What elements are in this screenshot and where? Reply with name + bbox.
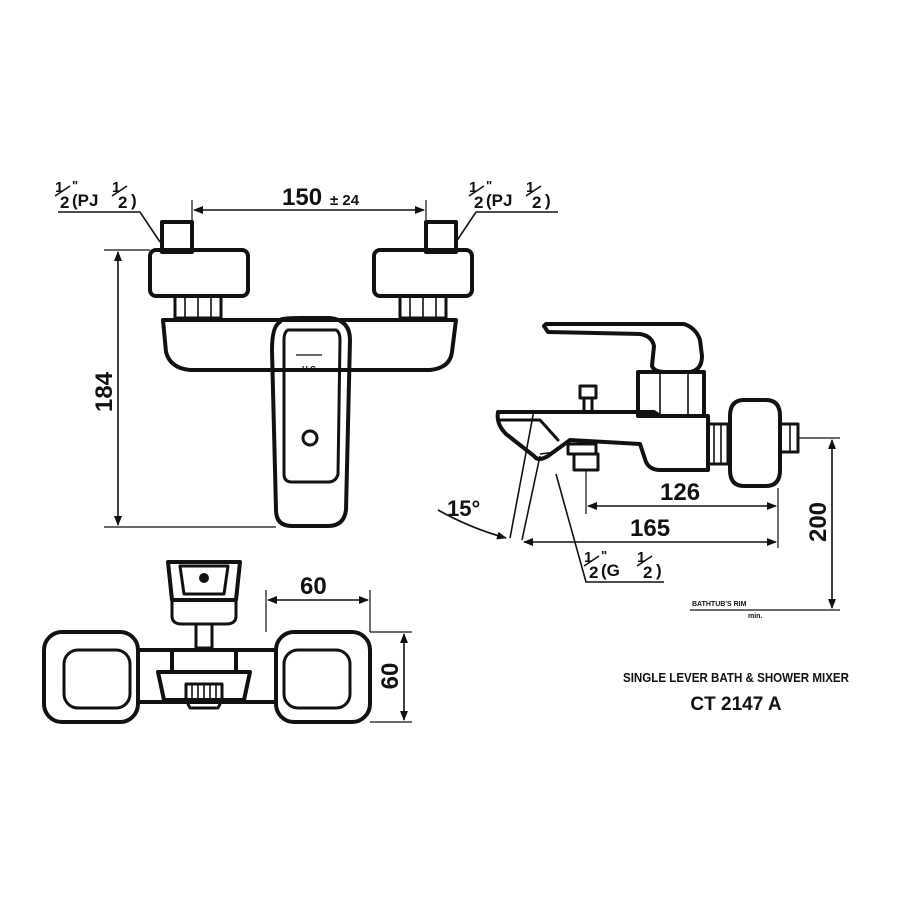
dim-150: 150 ± 24 <box>191 184 427 222</box>
top-lever <box>166 560 242 674</box>
diverter-knob <box>578 384 598 414</box>
thread-left-num: 1 <box>55 179 63 196</box>
thread-right-inch: " <box>486 178 492 193</box>
thread-shower-inch: " <box>601 548 607 563</box>
model-number: CT 2147 A <box>690 694 781 715</box>
top-left-connector <box>42 630 140 724</box>
product-name: SINGLE LEVER BATH & SHOWER MIXER <box>623 670 850 685</box>
thread-right-close: ) <box>545 191 551 210</box>
mixer-body <box>161 318 458 372</box>
side-view: 15° 126 165 200 BATHTUB'S RIM min. <box>437 322 840 620</box>
top-view: 60 60 <box>42 560 412 724</box>
thread-left-close: ) <box>131 191 137 210</box>
rim-sub: min. <box>748 613 762 620</box>
lever-handle-front: H C <box>270 316 352 528</box>
thread-right-paren: (PJ <box>486 191 512 210</box>
bathtub-rim-label: BATHTUB'S RIM min. <box>692 601 762 620</box>
dim-200-label: 200 <box>805 502 832 542</box>
dim-60-depth-label: 60 <box>377 663 404 690</box>
lever-marks: H C <box>302 365 316 374</box>
dim-165: 165 <box>523 515 777 546</box>
dim-150-tolerance: ± 24 <box>330 192 360 209</box>
thread-right-den: 2 <box>474 193 483 212</box>
dim-184-label: 184 <box>91 371 118 412</box>
thread-right-num2: 1 <box>526 179 534 196</box>
dim-184: 184 <box>91 249 276 528</box>
thread-callout-right: 1 2 " (PJ 1 2 ) <box>455 178 558 243</box>
right-eccentric-connector <box>372 220 474 320</box>
dim-150-label: 150 <box>282 184 322 211</box>
angle-15: 15° <box>437 409 541 541</box>
thread-left-paren: (PJ <box>72 191 98 210</box>
thread-left-num2: 1 <box>112 179 120 196</box>
angle-15-label: 15° <box>447 496 480 521</box>
thread-shower-den2: 2 <box>643 563 652 582</box>
thread-shower-num2: 1 <box>637 549 645 566</box>
thread-shower-close: ) <box>656 561 662 580</box>
thread-shower-den: 2 <box>589 563 598 582</box>
rim-label: BATHTUB'S RIM <box>692 601 747 608</box>
top-spout <box>156 670 252 710</box>
shower-outlet <box>566 442 600 472</box>
front-view: H C 184 150 ± 24 1 2 " (PJ 1 2 ) <box>54 178 558 528</box>
dim-126: 126 <box>585 470 779 548</box>
dim-126-label: 126 <box>660 479 700 506</box>
top-right-connector <box>274 630 372 724</box>
side-body <box>495 410 710 472</box>
thread-shower-num: 1 <box>584 549 592 566</box>
side-eccentric <box>728 398 782 488</box>
dim-60-depth: 60 <box>370 631 412 723</box>
thread-left-den: 2 <box>60 193 69 212</box>
left-eccentric-connector <box>148 220 250 320</box>
dim-165-label: 165 <box>630 515 670 542</box>
dim-200: 200 <box>690 437 840 611</box>
dim-60-width: 60 <box>265 573 371 632</box>
thread-shower-paren: (G <box>601 561 620 580</box>
title-block: SINGLE LEVER BATH & SHOWER MIXER CT 2147… <box>623 670 850 715</box>
lever-handle-side <box>542 322 704 374</box>
thread-callout-left: 1 2 " (PJ 1 2 ) <box>54 178 161 243</box>
thread-right-num: 1 <box>469 179 477 196</box>
thread-left-den2: 2 <box>118 193 127 212</box>
thread-right-den2: 2 <box>532 193 541 212</box>
thread-left-inch: " <box>72 178 78 193</box>
thread-callout-shower: 1 2 " (G 1 2 ) <box>555 473 664 583</box>
dim-60-width-label: 60 <box>300 573 327 600</box>
